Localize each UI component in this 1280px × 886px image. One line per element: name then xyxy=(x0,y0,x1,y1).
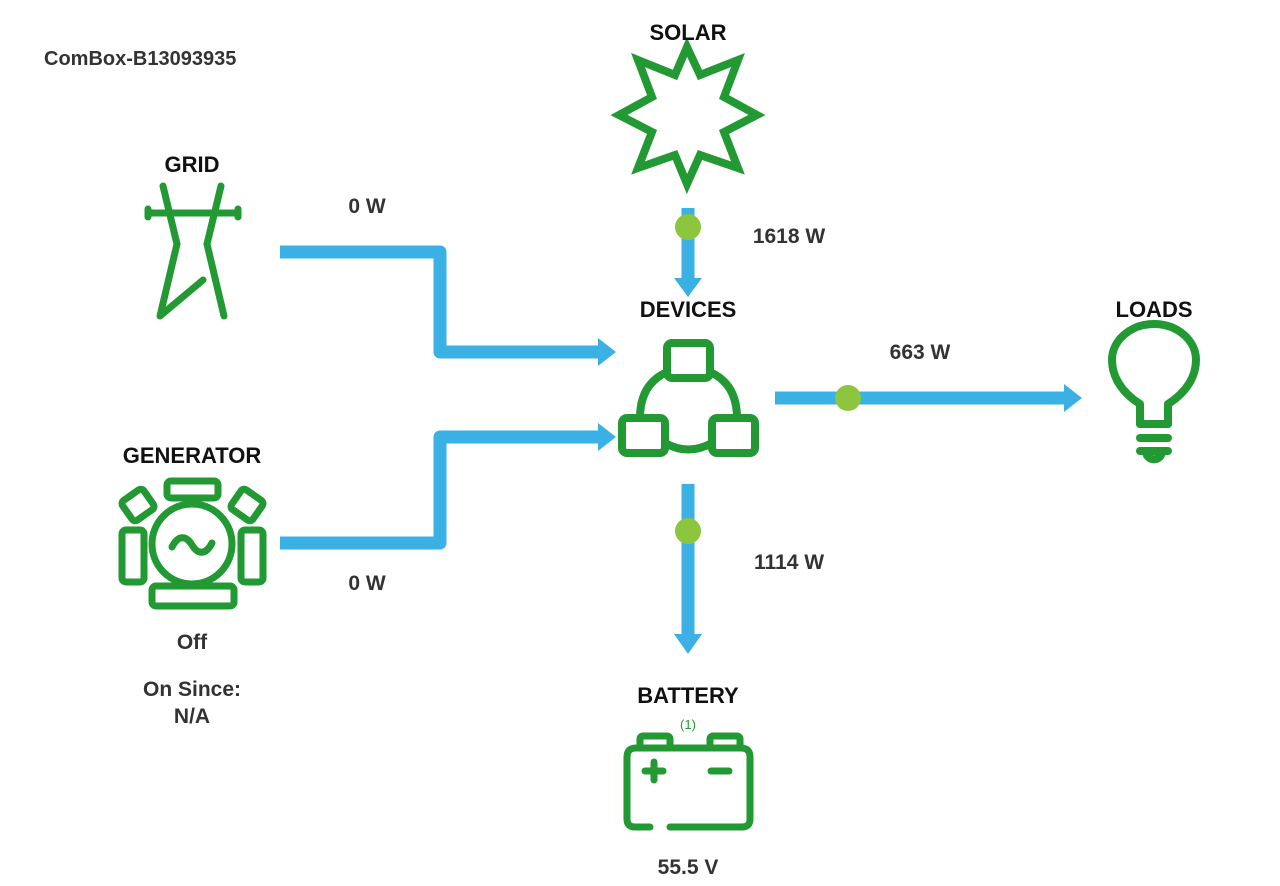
battery-flow-arrow xyxy=(674,634,702,654)
solar-flow-arrow xyxy=(674,278,702,297)
loads-flow-value: 663 W xyxy=(889,341,951,364)
grid-flow-arrow xyxy=(598,338,616,366)
loads-flow-dot xyxy=(835,385,861,411)
battery-flow-dot xyxy=(675,518,701,544)
solar-flow-dot xyxy=(675,214,701,240)
power-tower-icon xyxy=(144,182,242,320)
generator-flow-arrow xyxy=(598,423,616,451)
generator-flow-line xyxy=(280,430,600,550)
generator-title: GENERATOR xyxy=(122,443,262,468)
grid-flow-line xyxy=(280,245,600,359)
lightbulb-icon xyxy=(1108,320,1200,464)
generator-state: Off xyxy=(176,631,208,654)
generator-icon xyxy=(118,477,267,610)
generator-on-since-value: N/A xyxy=(173,705,211,728)
grid-title: GRID xyxy=(164,152,220,177)
battery-icon xyxy=(623,732,754,831)
solar-flow-value: 1618 W xyxy=(752,225,826,248)
loads-title: LOADS xyxy=(1115,297,1193,322)
battery-flow-value: 1114 W xyxy=(753,551,825,574)
battery-count: (1) xyxy=(680,717,696,732)
devices-network-icon xyxy=(618,339,759,457)
grid-flow-value: 0 W xyxy=(348,195,386,218)
devices-title: DEVICES xyxy=(639,297,737,322)
battery-voltage: 55.5 V xyxy=(657,856,719,879)
generator-flow-value: 0 W xyxy=(348,572,386,595)
loads-flow-arrow xyxy=(1064,384,1082,412)
battery-title: BATTERY xyxy=(637,683,739,708)
solar-title: SOLAR xyxy=(649,20,727,45)
flow-lines xyxy=(280,208,1082,654)
generator-on-since-label: On Since: xyxy=(142,678,242,701)
sun-icon xyxy=(610,37,766,195)
device-name: ComBox-B13093935 xyxy=(44,48,237,70)
